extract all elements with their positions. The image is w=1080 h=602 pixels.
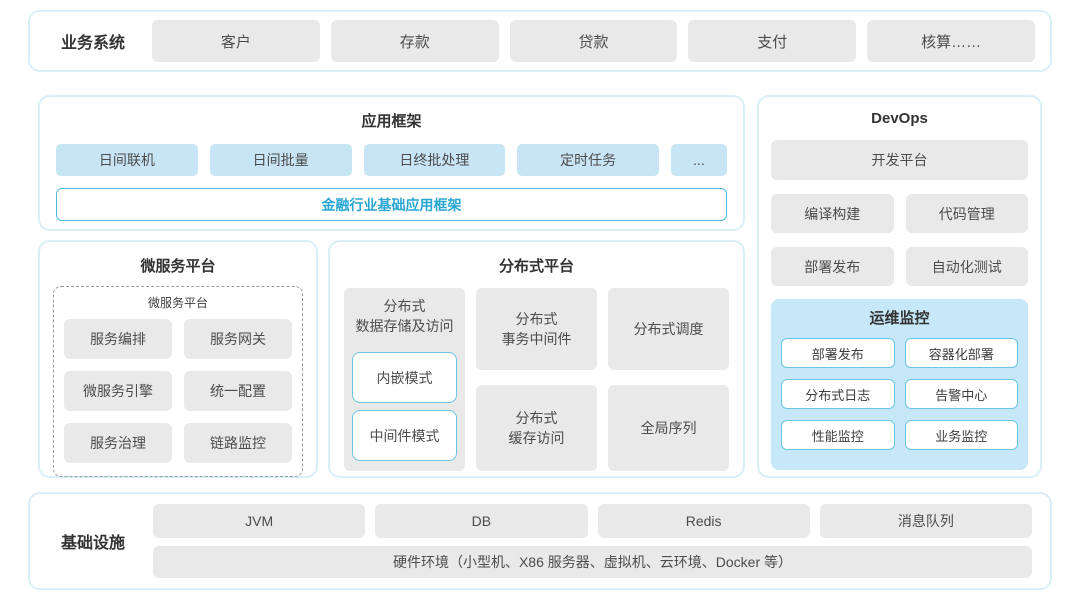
container-deploy-node: 容器化部署: [904, 338, 1018, 368]
deposit-node: 存款: [330, 20, 499, 62]
distributed-platform-title: 分布式平台: [498, 258, 574, 275]
embedded-mode-node: 内嵌模式: [352, 352, 457, 404]
ops-monitor-title: 运维监控: [869, 310, 930, 327]
more-node: ...: [671, 144, 727, 176]
business-systems-panel: 业务系统 客户 存款 贷款 支付 核算……: [28, 10, 1052, 72]
hardware-environment-node: 硬件环境（小型机、X86 服务器、虚拟机、云环境、Docker 等）: [153, 546, 1032, 578]
scheduled-task-node: 定时任务: [517, 144, 659, 176]
microservice-inner-title: 微服务平台: [147, 296, 208, 310]
distributed-transaction-node: 分布式 事务中间件: [476, 288, 597, 370]
performance-monitor-node: 性能监控: [781, 420, 895, 450]
automated-testing-node: 自动化测试: [905, 247, 1028, 286]
distributed-columns: 分布式 数据存储及访问 内嵌模式 中间件模式 分布式 事务中间件 分布式 缓存访…: [330, 288, 743, 471]
service-orchestration-node: 服务编排: [64, 319, 172, 359]
distributed-storage-column: 分布式 数据存储及访问 内嵌模式 中间件模式: [344, 288, 465, 471]
infrastructure-panel: 基础设施 JVM DB Redis 消息队列 硬件环境（小型机、X86 服务器、…: [28, 492, 1052, 590]
accounting-node: 核算……: [867, 20, 1035, 62]
compile-build-node: 编译构建: [771, 194, 894, 233]
code-management-node: 代码管理: [905, 194, 1028, 233]
customer-node: 客户: [152, 20, 320, 62]
app-framework-panel: 应用框架 日间联机 日间批量 日终批处理 定时任务 ... 金融行业基础应用框架: [38, 95, 745, 231]
payment-node: 支付: [688, 20, 857, 62]
distributed-right-column: 分布式调度 全局序列: [608, 288, 729, 471]
distributed-schedule-node: 分布式调度: [608, 288, 729, 370]
service-gateway-node: 服务网关: [184, 319, 292, 359]
finance-base-framework-node: 金融行业基础应用框架: [56, 188, 727, 221]
devops-grid: 编译构建 代码管理 部署发布 自动化测试: [771, 194, 1028, 286]
tracing-monitor-node: 链路监控: [184, 423, 292, 463]
devops-title: DevOps: [871, 110, 928, 127]
ops-deploy-release-node: 部署发布: [781, 338, 895, 368]
distributed-middle-column: 分布式 事务中间件 分布式 缓存访问: [476, 288, 597, 471]
microservice-platform-panel: 微服务平台 微服务平台 服务编排 服务网关 微服务引擎 统一配置 服务治理 链路…: [38, 240, 318, 478]
unified-config-node: 统一配置: [184, 371, 292, 411]
middleware-mode-node: 中间件模式: [352, 410, 457, 462]
app-framework-row: 日间联机 日间批量 日终批处理 定时任务 ...: [40, 144, 743, 176]
distributed-cache-node: 分布式 缓存访问: [476, 385, 597, 471]
daytime-online-node: 日间联机: [56, 144, 198, 176]
microservice-inner-box: 微服务平台 服务编排 服务网关 微服务引擎 统一配置 服务治理 链路监控: [53, 286, 303, 477]
redis-node: Redis: [597, 504, 810, 538]
distributed-storage-label: 分布式 数据存储及访问: [355, 298, 454, 334]
ops-monitor-panel: 运维监控 部署发布 容器化部署 分布式日志 告警中心 性能监控 业务监控: [771, 299, 1028, 470]
microservice-engine-node: 微服务引擎: [64, 371, 172, 411]
infrastructure-label: 基础设施: [60, 535, 125, 552]
distributed-platform-panel: 分布式平台 分布式 数据存储及访问 内嵌模式 中间件模式 分布式 事务中间件 分…: [328, 240, 745, 478]
dev-platform-node: 开发平台: [771, 140, 1028, 180]
loan-node: 贷款: [509, 20, 678, 62]
db-node: DB: [375, 504, 588, 538]
business-systems-label: 业务系统: [60, 35, 125, 52]
deploy-release-node: 部署发布: [771, 247, 894, 286]
infrastructure-row: JVM DB Redis 消息队列: [153, 504, 1032, 538]
app-framework-title: 应用框架: [361, 113, 422, 130]
jvm-node: JVM: [153, 504, 366, 538]
daytime-batch-node: 日间批量: [209, 144, 352, 176]
infrastructure-content: JVM DB Redis 消息队列 硬件环境（小型机、X86 服务器、虚拟机、云…: [153, 504, 1032, 578]
alert-center-node: 告警中心: [904, 379, 1018, 409]
devops-panel: DevOps 开发平台 编译构建 代码管理 部署发布 自动化测试 运维监控 部署…: [757, 95, 1042, 478]
business-monitor-node: 业务监控: [904, 420, 1018, 450]
distributed-log-node: 分布式日志: [781, 379, 895, 409]
microservice-platform-title: 微服务平台: [140, 258, 216, 275]
microservice-grid: 服务编排 服务网关 微服务引擎 统一配置 服务治理 链路监控: [64, 319, 292, 463]
service-governance-node: 服务治理: [64, 423, 172, 463]
message-queue-node: 消息队列: [819, 504, 1032, 538]
ops-monitor-grid: 部署发布 容器化部署 分布式日志 告警中心 性能监控 业务监控: [781, 338, 1018, 450]
global-sequence-node: 全局序列: [608, 385, 729, 471]
end-of-day-batch-node: 日终批处理: [363, 144, 506, 176]
distributed-storage-node: 分布式 数据存储及访问 内嵌模式 中间件模式: [344, 288, 465, 471]
